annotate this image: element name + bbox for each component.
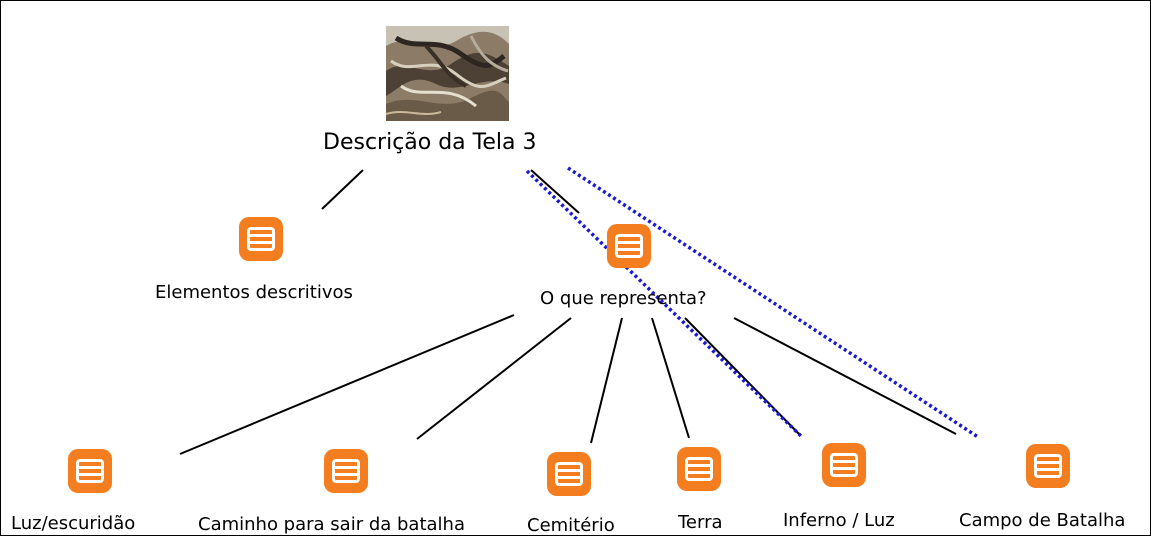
node-label: Campo de Batalha <box>959 510 1126 531</box>
link-representa-caminho <box>416 317 572 440</box>
list-icon[interactable] <box>239 217 283 261</box>
list-icon[interactable] <box>677 447 721 491</box>
link-representa-cemiterio <box>590 317 623 444</box>
list-icon[interactable] <box>822 443 866 487</box>
list-icon[interactable] <box>1026 444 1070 488</box>
node-label: Luz/escuridão <box>11 513 136 534</box>
link-root-representa <box>530 169 580 214</box>
link-root-elementos <box>321 169 364 210</box>
link-representa-inferno <box>684 317 801 436</box>
node-label: Inferno / Luz <box>783 510 895 531</box>
node-label: Cemitério <box>527 515 615 536</box>
painting-thumbnail[interactable] <box>386 26 509 121</box>
link-representa-terra <box>651 317 690 439</box>
list-icon[interactable] <box>324 449 368 493</box>
list-icon[interactable] <box>68 449 112 493</box>
link-representa-luz <box>179 314 515 455</box>
dotted-link-root-inferno <box>525 169 804 439</box>
node-label: Caminho para sair da batalha <box>198 514 465 535</box>
root-title[interactable]: Descrição da Tela 3 <box>323 130 537 155</box>
list-icon[interactable] <box>607 224 651 268</box>
node-label: O que representa? <box>540 288 707 309</box>
link-representa-campo <box>733 317 957 435</box>
node-label: Terra <box>678 512 723 533</box>
dotted-link-root-campo <box>567 166 979 439</box>
list-icon[interactable] <box>547 452 591 496</box>
node-label: Elementos descritivos <box>155 282 353 303</box>
